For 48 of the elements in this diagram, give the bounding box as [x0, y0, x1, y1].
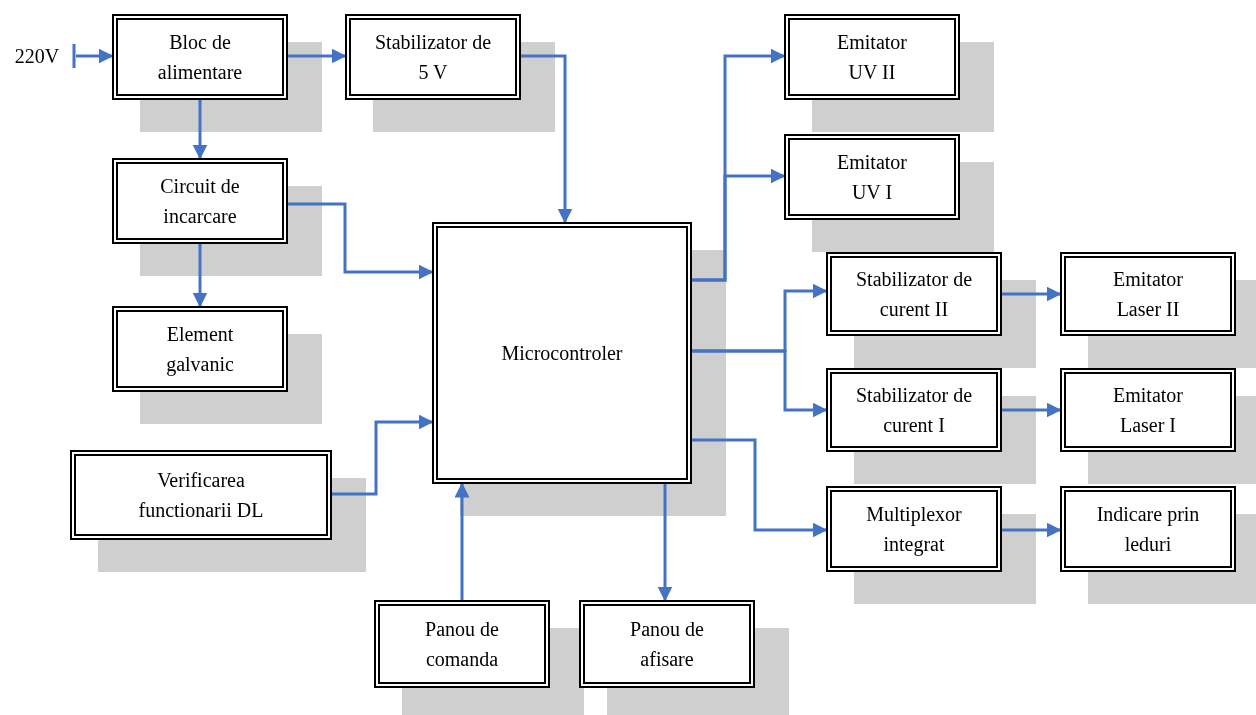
block-label: Multiplexor integrat [865, 502, 963, 558]
arrow [1002, 286, 1062, 302]
voltage-label: 220V [13, 44, 61, 69]
block-label: Element galvanic [165, 322, 235, 378]
arrow [1002, 522, 1062, 538]
arrow [192, 100, 208, 160]
block-label: Panou de afisare [629, 617, 705, 672]
arrow [692, 438, 828, 538]
block-box [826, 252, 1002, 336]
block-box [374, 600, 550, 688]
arrow [288, 202, 434, 280]
block-box [784, 134, 960, 220]
block-box [826, 368, 1002, 452]
arrow [454, 482, 470, 600]
block-box [112, 14, 288, 100]
block-box [826, 486, 1002, 572]
block-label: Panou de comanda [424, 617, 500, 672]
block-box [1060, 486, 1236, 572]
block-label: Emitator Laser II [1112, 267, 1184, 322]
arrow [692, 168, 786, 282]
block-label: Emitator UV I [836, 150, 908, 205]
arrow [332, 414, 434, 496]
arrow [1002, 402, 1062, 418]
block-box [112, 306, 288, 392]
block-label: Indicare prin leduri [1095, 502, 1201, 557]
block-box [579, 600, 755, 688]
block-box [784, 14, 960, 100]
block-label: Bloc de alimentare [156, 30, 244, 85]
block-label: Stabilizator de 5 V [373, 30, 493, 85]
block-label: Emitator Laser I [1112, 383, 1184, 438]
block-label: Stabilizator de curent I [854, 383, 974, 438]
block-box [345, 14, 521, 100]
block-box [432, 222, 692, 484]
block-box [112, 158, 288, 244]
block-label: Circuit de incarcare [159, 174, 241, 229]
block-label: Microcontroler [500, 341, 624, 366]
block-label: Emitator UV II [836, 30, 908, 85]
arrow [692, 349, 828, 418]
block-box [70, 450, 332, 540]
arrow [288, 48, 347, 64]
arrow [521, 54, 573, 224]
block-label: Verificarea functionarii DL [137, 468, 265, 523]
block-box [1060, 252, 1236, 336]
arrow [76, 48, 114, 64]
block-box [1060, 368, 1236, 452]
arrow [657, 484, 673, 602]
arrow [192, 244, 208, 308]
block-label: Stabilizator de curent II [854, 267, 974, 322]
